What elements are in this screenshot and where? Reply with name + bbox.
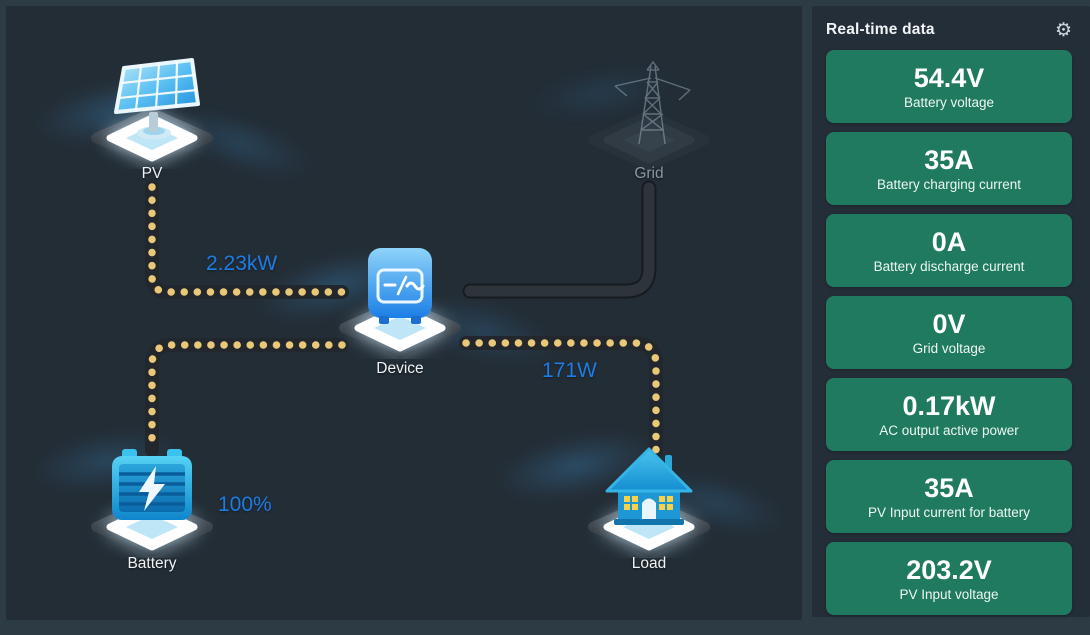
card-value: 0V [932, 308, 966, 339]
card-value: 35A [924, 144, 974, 175]
grid-to-device-line [462, 180, 657, 299]
pv-to-device-dots [148, 183, 346, 296]
realtime-data-header: Real-time data ⚙ [826, 16, 1072, 44]
card-label: PV Input voltage [899, 587, 999, 603]
card-battery-charging-current: 35A Battery charging current [826, 132, 1072, 205]
card-value: 54.4V [913, 62, 985, 93]
card-grid-voltage: 0V Grid voltage [826, 296, 1072, 369]
card-label: PV Input current for battery [867, 505, 1031, 521]
card-label: Battery discharge current [873, 259, 1025, 275]
card-battery-voltage: 54.4V Battery voltage [826, 50, 1072, 123]
solar-panel-icon [114, 58, 200, 140]
node-battery: Battery [72, 443, 232, 578]
load-power-value: 171W [542, 359, 597, 382]
pv-power-value: 2.23kW [206, 252, 278, 275]
device-to-battery-track [145, 338, 349, 457]
inverter-icon [368, 248, 432, 324]
card-value: 0.17kW [902, 390, 996, 421]
card-value: 35A [924, 472, 974, 503]
node-grid: Grid [569, 54, 729, 189]
device-label: Device [376, 360, 424, 377]
grid-platform [588, 110, 710, 170]
battery-soc-value: 100% [218, 493, 272, 516]
device-to-load-dots [462, 339, 660, 456]
pv-label: PV [141, 165, 163, 182]
settings-gear-icon[interactable]: ⚙ [1054, 19, 1072, 41]
device-to-battery-dots [148, 341, 346, 454]
house-icon [605, 447, 693, 525]
card-pv-input-voltage: 203.2V PV Input voltage [826, 542, 1072, 615]
grid-tower-icon [614, 60, 691, 145]
realtime-data-panel: Real-time data ⚙ 54.4V Battery voltage 3… [812, 6, 1090, 617]
card-battery-discharge-current: 0A Battery discharge current [826, 214, 1072, 287]
panel-title: Real-time data [826, 21, 935, 38]
battery-icon [112, 449, 192, 520]
realtime-card-list: 54.4V Battery voltage 35A Battery chargi… [826, 50, 1072, 615]
battery-label: Battery [127, 555, 177, 572]
card-value: 203.2V [906, 554, 992, 585]
flow-lines [145, 180, 663, 459]
node-pv: PV [72, 54, 232, 189]
card-pv-input-current: 35A PV Input current for battery [826, 460, 1072, 533]
grid-label: Grid [634, 165, 664, 182]
card-label: Grid voltage [912, 341, 986, 357]
load-label: Load [631, 555, 667, 572]
node-load: Load [569, 443, 729, 578]
card-label: AC output active power [879, 423, 1019, 439]
card-label: Battery voltage [903, 95, 995, 111]
card-label: Battery charging current [876, 177, 1022, 193]
card-value: 0A [931, 226, 967, 257]
energy-flow-diagram: 2.23kW 171W 100% [6, 6, 802, 620]
node-device: Device [320, 244, 480, 379]
card-ac-output-active-power: 0.17kW AC output active power [826, 378, 1072, 451]
pv-to-device-track [145, 180, 349, 299]
